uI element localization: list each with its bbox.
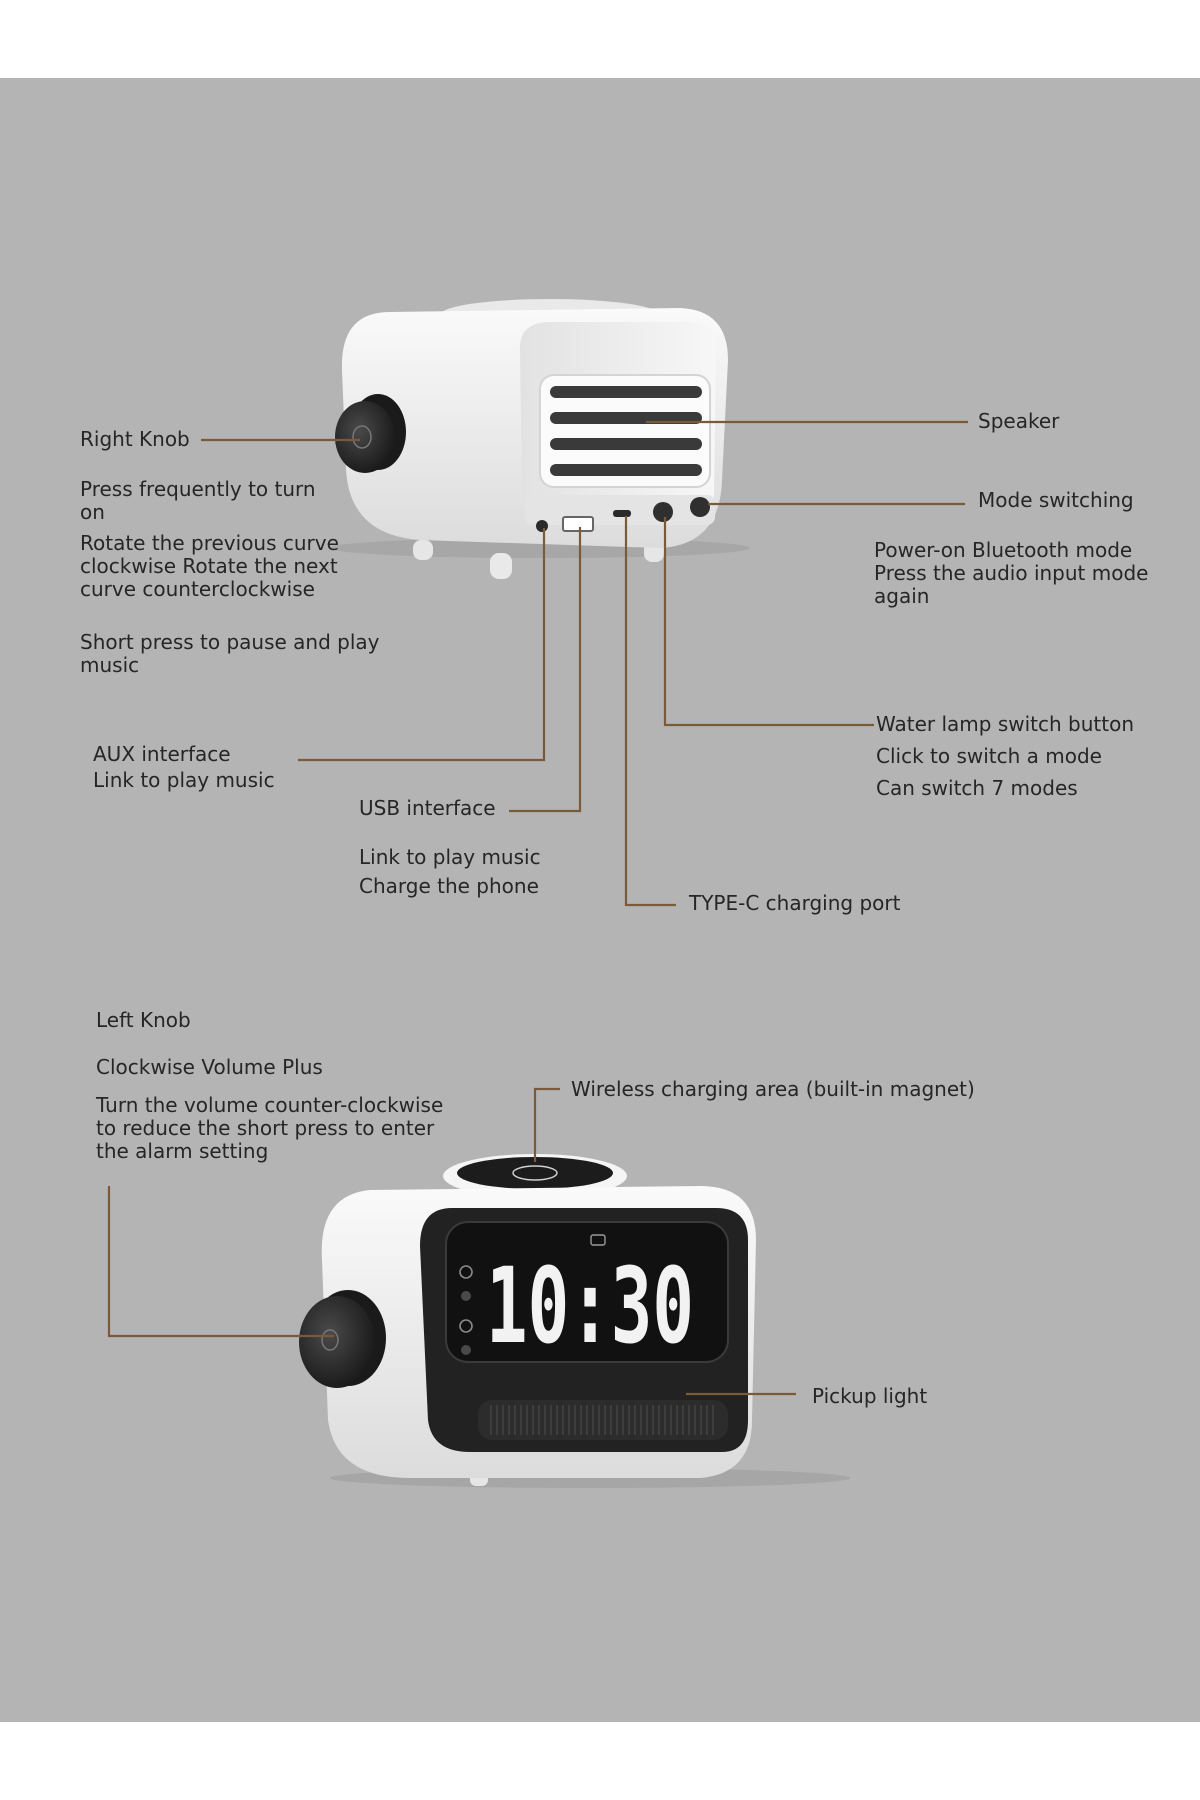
wireless-charging-title: Wireless charging area (built-in magnet) xyxy=(571,1077,975,1101)
rear-callout-lines xyxy=(201,420,968,907)
water-lamp-title: Water lamp switch button xyxy=(876,712,1134,736)
right-knob-line3: Short press to pause and play music xyxy=(80,630,380,677)
aux-desc: Link to play music xyxy=(93,768,275,792)
mode-switching-title: Mode switching xyxy=(978,488,1134,512)
left-knob-line1: Clockwise Volume Plus xyxy=(96,1055,323,1079)
mode-switching-desc: Power-on Bluetooth mode Press the audio … xyxy=(874,538,1149,608)
front-callout-lines xyxy=(107,1087,796,1396)
callout-line-wireless xyxy=(533,1087,560,1162)
rear-device-image xyxy=(330,299,750,579)
usb-desc1: Link to play music xyxy=(359,845,541,869)
water-lamp-desc2: Can switch 7 modes xyxy=(876,776,1078,800)
callout-line-aux xyxy=(298,528,546,762)
water-lamp-desc1: Click to switch a mode xyxy=(876,744,1102,768)
usb-title: USB interface xyxy=(359,796,496,820)
pickup-light-title: Pickup light xyxy=(812,1384,928,1408)
right-knob-title: Right Knob xyxy=(80,427,190,451)
speaker-title: Speaker xyxy=(978,409,1060,433)
aux-title: AUX interface xyxy=(93,742,231,766)
callout-line-usb xyxy=(509,527,582,813)
front-device-image xyxy=(299,1154,850,1488)
callout-line-typec xyxy=(624,516,676,907)
right-knob-line1: Press frequently to turn on xyxy=(80,477,316,524)
callout-line-water-lamp xyxy=(663,517,874,727)
typec-title: TYPE-C charging port xyxy=(689,891,901,915)
left-knob-line2: Turn the volume counter-clockwise to red… xyxy=(96,1093,444,1163)
usb-desc2: Charge the phone xyxy=(359,874,539,898)
left-knob-title: Left Knob xyxy=(96,1008,191,1032)
right-knob-line2: Rotate the previous curve clockwise Rota… xyxy=(80,531,339,601)
callout-line-left-knob xyxy=(107,1186,334,1338)
clock-digits: 10:30 xyxy=(486,1245,694,1367)
